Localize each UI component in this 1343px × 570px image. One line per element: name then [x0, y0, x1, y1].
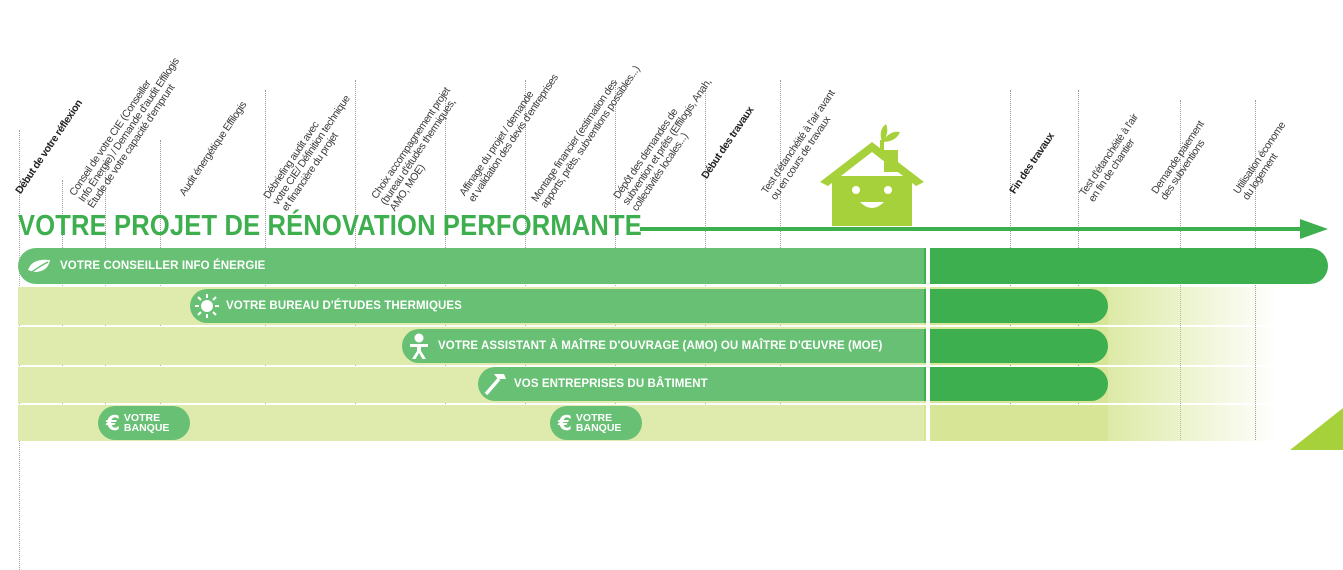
bank-label: VOTRE BANQUE	[575, 412, 622, 434]
step-label: Utilisation économe du logement	[1231, 120, 1297, 203]
timeline-arrow	[640, 219, 1330, 239]
step-text: Affinage du projet / demande	[457, 89, 537, 199]
bank-line: VOTRE	[575, 412, 613, 424]
step-label: Demande paiement des subventions	[1149, 119, 1216, 203]
actor-label: VOS ENTREPRISES DU BÂTIMENT	[514, 378, 708, 390]
person-icon	[406, 333, 432, 359]
euro-icon: €	[106, 411, 120, 435]
step-text: Audit énergétique Effilogis	[177, 99, 250, 199]
hammer-icon	[482, 371, 508, 397]
actor-label: VOTRE BUREAU D'ÉTUDES THERMIQUES	[226, 300, 462, 312]
band-fade	[1108, 367, 1278, 403]
step-text: (bureau d'études thermiques,	[378, 96, 459, 208]
step-text: Fin des travaux	[1007, 130, 1057, 197]
step-label: Choix accompagnement projet (bureau d'ét…	[369, 85, 471, 213]
band-fade	[1108, 287, 1278, 325]
band-fade	[1108, 327, 1278, 365]
band-fade	[1108, 405, 1278, 441]
house-icon	[820, 120, 924, 230]
bank-line: BANQUE	[123, 422, 170, 434]
step-text: Conseil de votre CIE (Conseiller	[67, 78, 154, 199]
euro-icon: €	[558, 411, 572, 435]
step-label: Débriefing audit avec votre CIE/ Définit…	[261, 88, 362, 213]
bank-line: VOTRE	[123, 412, 161, 424]
actor-label: VOTRE CONSEILLER INFO ÉNERGIE	[60, 260, 266, 272]
step-text: Info Énergie) / Demande d'audit Effilogi…	[76, 55, 182, 205]
step-label: Début des travaux	[699, 104, 757, 182]
page-title: VOTRE PROJET DE RÉNOVATION PERFORMANTE	[18, 210, 642, 242]
sun-icon	[194, 293, 220, 319]
corner-decoration	[1290, 408, 1343, 450]
step-label: Dépôt des demandes de subvention et prêt…	[611, 71, 723, 214]
step-label: Fin des travaux	[1007, 130, 1057, 197]
actor-bar-entreprises: VOS ENTREPRISES DU BÂTIMENT	[478, 367, 1108, 401]
step-label: Test d'étanchéité à l'air en fin de chan…	[1077, 111, 1150, 205]
actor-bar-amo: VOTRE ASSISTANT À MAÎTRE D'OUVRAGE (AMO)…	[402, 329, 1108, 363]
actor-bar-conseiller: VOTRE CONSEILLER INFO ÉNERGIE	[18, 248, 1328, 284]
leaf-icon	[26, 256, 54, 276]
step-text: votre CIE/ Définition technique	[270, 93, 353, 208]
bank-pill: € VOTRE BANQUE	[550, 406, 642, 440]
separator	[926, 246, 930, 444]
step-text: Début des travaux	[699, 104, 757, 182]
bank-pill: € VOTRE BANQUE	[98, 406, 190, 440]
step-text: Test d'étanchéité à l'air	[1077, 111, 1141, 199]
bank-label: VOTRE BANQUE	[123, 412, 170, 434]
actor-label: VOTRE ASSISTANT À MAÎTRE D'OUVRAGE (AMO)…	[438, 340, 883, 352]
actor-bar-bureau: VOTRE BUREAU D'ÉTUDES THERMIQUES	[190, 289, 1108, 323]
bank-line: BANQUE	[575, 422, 622, 434]
step-label: Audit énergétique Effilogis	[177, 99, 250, 199]
step-text: subvention et prêts (Effilogis, Anah,	[620, 76, 714, 208]
step-label: Conseil de votre CIE (Conseiller Info Én…	[67, 50, 191, 211]
